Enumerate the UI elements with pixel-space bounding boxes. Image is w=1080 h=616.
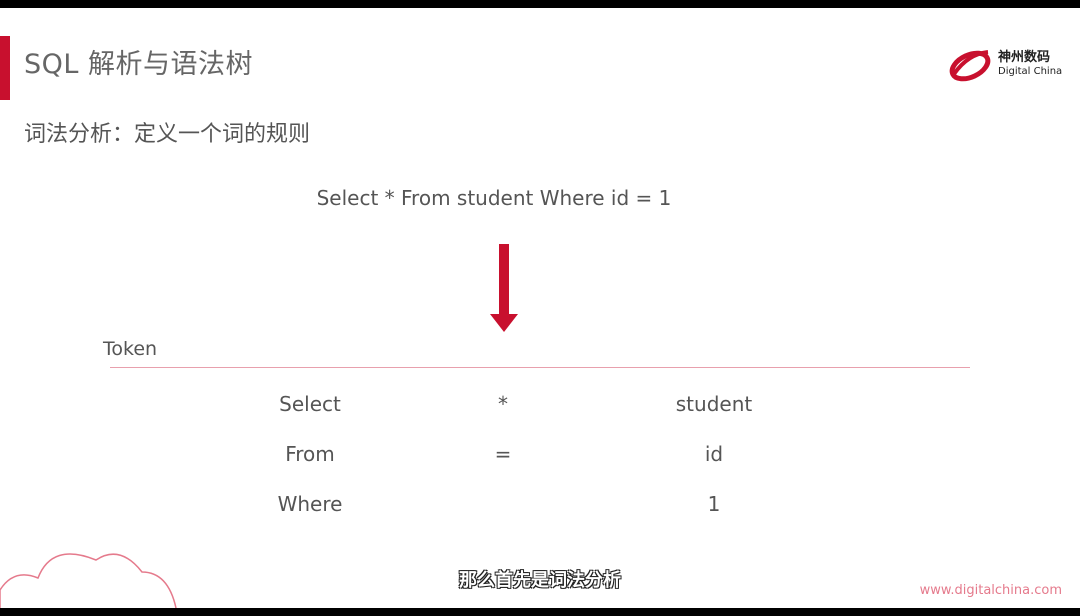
token-cell: 1 (707, 492, 721, 516)
logo-icon (949, 50, 991, 82)
section-subtitle: 词法分析：定义一个词的规则 (24, 122, 311, 147)
token-cell: = (494, 442, 512, 466)
token-cell: student (675, 392, 753, 416)
token-label: Token (103, 338, 158, 360)
digital-china-logo: 神州数码 Digital China (948, 44, 1068, 84)
logo-name-en: Digital China (998, 66, 1063, 77)
token-divider (110, 367, 970, 368)
down-arrow-icon (490, 244, 518, 332)
video-subtitle-caption: 那么首先是词法分析 (459, 570, 621, 591)
title-accent-bar (0, 36, 10, 100)
slide: SQL 解析与语法树 神州数码 Digital China 词法分析：定义一个词… (0, 8, 1080, 608)
footer-url: www.digitalchina.com (919, 583, 1062, 598)
logo-name-cn: 神州数码 (998, 50, 1051, 65)
sql-statement: Select * From student Where id = 1 (316, 186, 672, 210)
token-cell: * (498, 392, 508, 416)
slide-title: SQL 解析与语法树 (24, 49, 254, 80)
token-cell: Where (277, 492, 343, 516)
token-cell: From (285, 442, 335, 466)
cloud-decoration (0, 553, 177, 608)
token-cell: id (704, 442, 724, 466)
token-cell: Select (279, 392, 341, 416)
